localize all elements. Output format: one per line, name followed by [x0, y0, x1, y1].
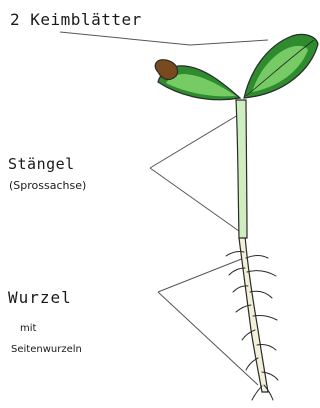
seed-coat [155, 60, 177, 80]
label-root-note-lateral: Seitenwurzeln [11, 345, 82, 355]
main-root [239, 236, 268, 392]
side-root [252, 386, 262, 400]
leader-line-cotyledon-left [60, 32, 190, 45]
root-system [226, 236, 278, 400]
label-root: Wurzel [8, 290, 72, 306]
side-root [246, 256, 268, 259]
label-cotyledons: 2 Keimblätter [10, 12, 142, 28]
label-root-note-mit: mit [20, 324, 36, 334]
leader-line-cotyledon-right [190, 40, 268, 45]
stem [236, 100, 247, 238]
leader-line-stem-lower [150, 168, 246, 236]
leader-line-root-upper [158, 258, 244, 292]
side-root [247, 271, 276, 276]
label-stem-note: (Sprossachse) [9, 180, 86, 191]
leader-line-stem-upper [150, 115, 238, 168]
label-stem: Stängel [8, 157, 75, 172]
